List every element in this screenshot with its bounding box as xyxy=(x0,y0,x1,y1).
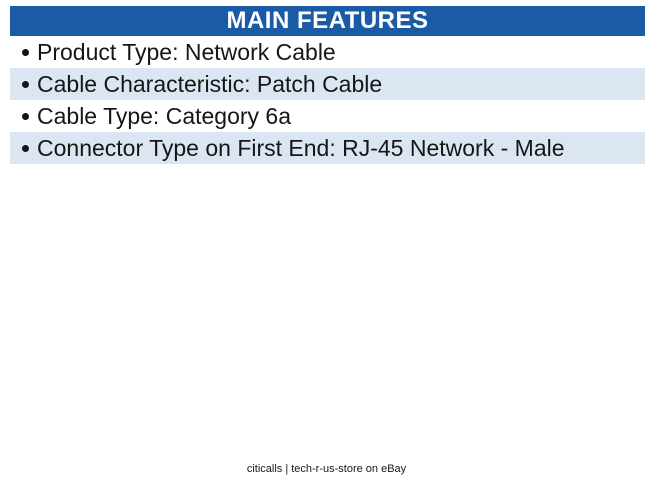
feature-label: Cable Type: Category 6a xyxy=(37,102,292,129)
bullet-icon xyxy=(22,144,29,152)
bullet-icon xyxy=(22,80,29,88)
feature-label: Cable Characteristic: Patch Cable xyxy=(37,70,383,97)
feature-list: Product Type: Network Cable Cable Charac… xyxy=(10,36,645,164)
main-features-header: MAIN FEATURES xyxy=(10,6,645,36)
feature-row: Cable Type: Category 6a xyxy=(10,100,645,132)
footer-caption: citicalls | tech-r-us-store on eBay xyxy=(246,463,407,475)
feature-row: Connector Type on First End: RJ-45 Netwo… xyxy=(10,132,645,164)
bullet-icon xyxy=(22,112,29,120)
bullet-icon xyxy=(22,48,29,56)
page-title: MAIN FEATURES xyxy=(226,7,429,34)
feature-row: Cable Characteristic: Patch Cable xyxy=(10,68,645,100)
feature-label: Product Type: Network Cable xyxy=(37,38,336,65)
feature-row: Product Type: Network Cable xyxy=(10,36,645,68)
feature-label: Connector Type on First End: RJ-45 Netwo… xyxy=(37,134,565,161)
